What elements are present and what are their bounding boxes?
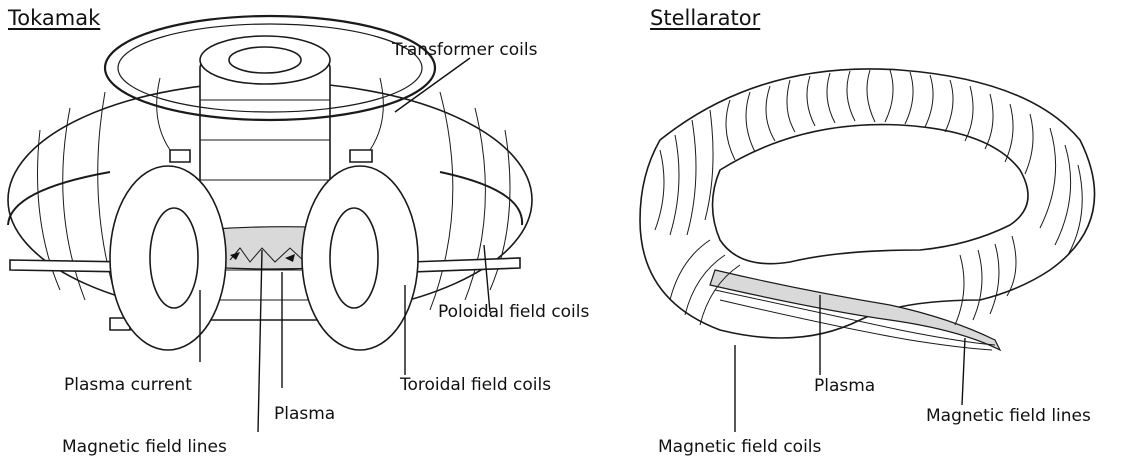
label-magnetic-field-lines: Magnetic field lines <box>62 437 227 457</box>
stellarator-panel: Stellarator Plasma <box>600 0 1131 464</box>
label-stellarator-magnetic-field-lines: Magnetic field lines <box>926 406 1091 426</box>
label-stellarator-plasma: Plasma <box>814 376 875 396</box>
label-magnetic-field-coils: Magnetic field coils <box>658 437 821 457</box>
label-transformer-coils: Transformer coils <box>392 40 537 60</box>
label-toroidal-field-coils: Toroidal field coils <box>400 375 551 395</box>
label-plasma-current: Plasma current <box>64 375 192 395</box>
label-poloidal-field-coils: Poloidal field coils <box>438 302 589 322</box>
label-plasma: Plasma <box>274 404 335 424</box>
tokamak-panel: Tokamak <box>0 0 600 464</box>
